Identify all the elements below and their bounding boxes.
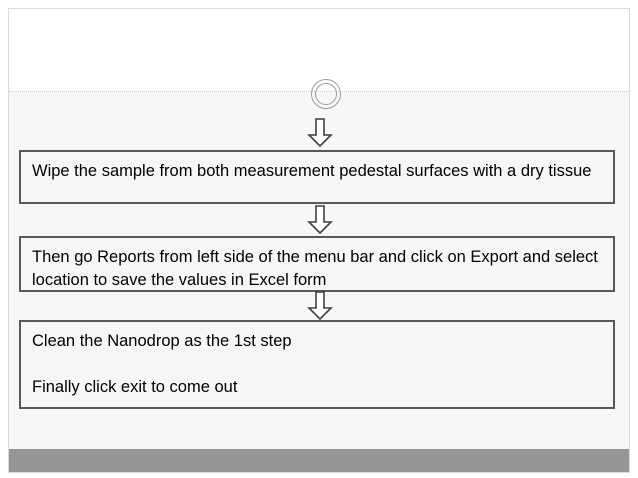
slide-footer-band [9,449,629,472]
process-box-1[interactable]: Wipe the sample from both measurement pe… [19,150,615,204]
down-arrow-icon [9,205,629,235]
down-arrow-icon [9,291,629,321]
process-box-3-blank-line [32,353,603,376]
slide-title-band [9,9,629,91]
process-box-3-line-2: Finally click exit to come out [32,378,238,396]
process-box-3-line-1: Clean the Nanodrop as the 1st step [32,332,292,350]
slide-canvas: Wipe the sample from both measurement pe… [8,8,630,473]
process-box-2-line-1: Then go Reports from left side of the me… [32,248,598,289]
slide-title[interactable] [37,27,597,75]
process-box-2[interactable]: Then go Reports from left side of the me… [19,236,615,292]
process-box-1-line-1: Wipe the sample from both measurement pe… [32,162,592,180]
inner-circle-icon [314,82,337,105]
down-arrow-icon [9,118,629,148]
double-circle-decoration-icon [311,79,341,109]
process-box-3[interactable]: Clean the Nanodrop as the 1st step Final… [19,320,615,409]
